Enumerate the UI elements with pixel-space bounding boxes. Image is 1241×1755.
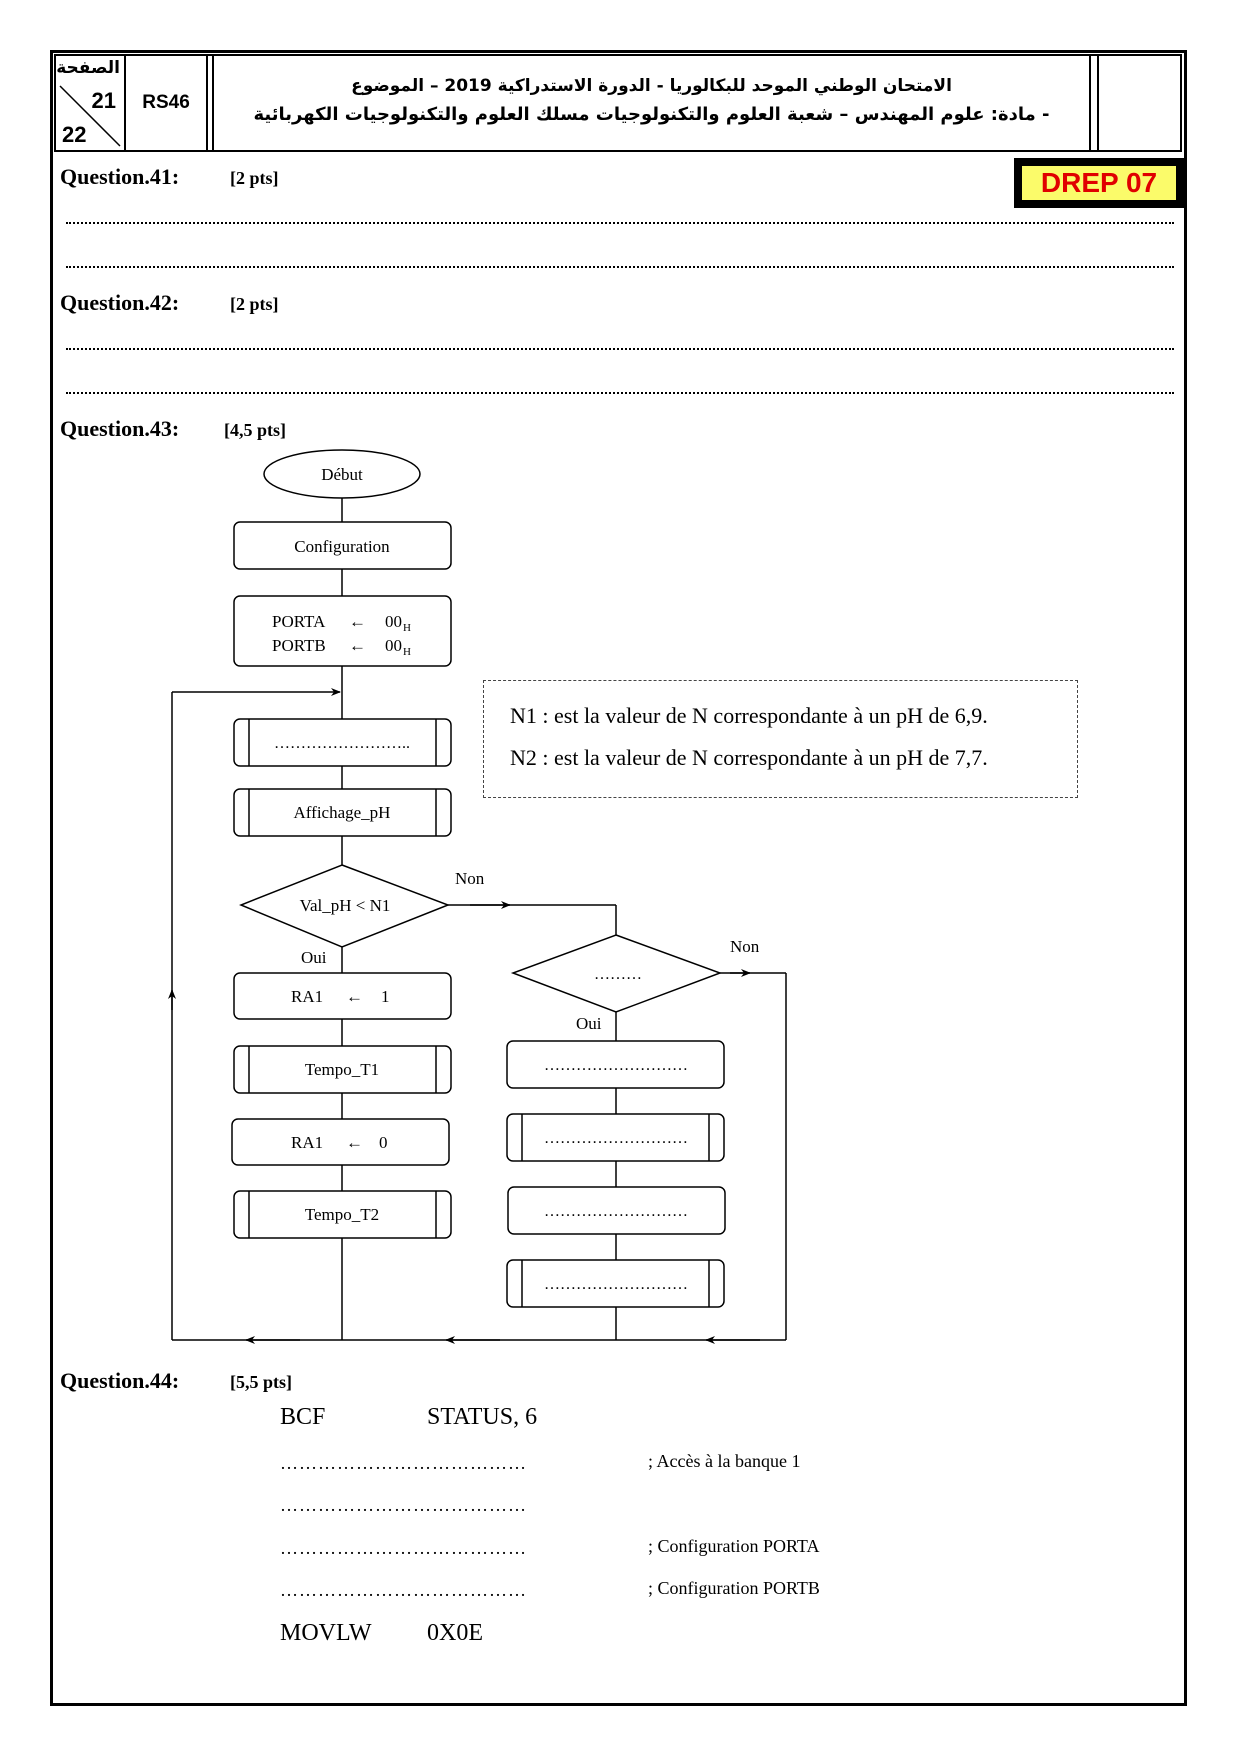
blank-subroutine-3-dots: ……………………… bbox=[544, 1276, 688, 1293]
n1-n2-note: N1 : est la valeur de N correspondante à… bbox=[483, 680, 1078, 798]
tempo-t1-subroutine bbox=[233, 1045, 452, 1094]
page-number-cell: الصفحة 21 22 bbox=[56, 56, 126, 150]
assign-arrow: ← bbox=[346, 987, 363, 1006]
ra1-label: RA1 bbox=[291, 1133, 323, 1152]
page-frame bbox=[50, 50, 1187, 1706]
asm-comment-bank: ; Accès à la banque 1 bbox=[648, 1451, 801, 1471]
blank-process-1-dots: ……………………… bbox=[544, 1057, 688, 1074]
answer-line[interactable] bbox=[66, 222, 1174, 224]
tempo-t1-label: Tempo_T1 bbox=[305, 1060, 379, 1079]
question-42-points: [2 pts] bbox=[230, 294, 279, 314]
question-41-label: Question.41: bbox=[60, 164, 180, 189]
blank-process-1[interactable] bbox=[506, 1040, 725, 1089]
init-ports-process bbox=[233, 595, 452, 667]
asm-comment-portb: ; Configuration PORTB bbox=[648, 1578, 820, 1598]
asm-blank-line[interactable]: ………………………………… bbox=[280, 1453, 527, 1473]
tempo-t2-label: Tempo_T2 bbox=[305, 1205, 379, 1224]
start-label: Début bbox=[321, 465, 363, 484]
affichage-subroutine bbox=[233, 788, 452, 837]
ra1-set-process bbox=[233, 972, 452, 1020]
assign-arrow: ← bbox=[349, 612, 366, 631]
config-label: Configuration bbox=[294, 537, 390, 556]
asm-op-movlw: MOVLW bbox=[280, 1620, 372, 1646]
question-44-points: [5,5 pts] bbox=[230, 1372, 292, 1392]
drep-badge: DREP 07 bbox=[1014, 158, 1184, 208]
blank-subroutine-dots: …………………….. bbox=[274, 735, 410, 752]
blank-subroutine[interactable] bbox=[233, 718, 452, 767]
ra1-value-one: 1 bbox=[381, 987, 390, 1006]
ra1-label: RA1 bbox=[291, 987, 323, 1006]
decision-2-non: Non bbox=[730, 937, 760, 956]
decision-1-non: Non bbox=[455, 869, 485, 888]
answer-line[interactable] bbox=[66, 392, 1174, 394]
decision-2-label: ……… bbox=[594, 966, 642, 983]
drep-label: DREP 07 bbox=[1021, 165, 1177, 201]
question-43-label: Question.43: bbox=[60, 416, 180, 441]
asm-op-bcf: BCF bbox=[280, 1404, 326, 1430]
decision-2-oui: Oui bbox=[576, 1014, 602, 1033]
exam-title: الامتحان الوطني الموحد للبكالوريا - الدو… bbox=[351, 76, 952, 96]
decision-2-blank[interactable] bbox=[510, 934, 723, 1013]
answer-line[interactable] bbox=[66, 348, 1174, 350]
page-total: 22 bbox=[62, 122, 87, 147]
blank-process-2[interactable] bbox=[507, 1186, 726, 1235]
question-44-label: Question.44: bbox=[60, 1368, 180, 1393]
assign-arrow: ← bbox=[349, 636, 366, 655]
blank-subroutine-2-dots: ……………………… bbox=[544, 1130, 688, 1147]
asm-arg-status: STATUS, 6 bbox=[427, 1404, 538, 1430]
asm-blank-line[interactable]: ………………………………… bbox=[280, 1538, 527, 1558]
asm-blank-line[interactable]: ………………………………… bbox=[280, 1495, 527, 1515]
note-n2: N2 : est la valeur de N correspondante à… bbox=[510, 745, 988, 770]
hex-subscript: H bbox=[403, 622, 411, 634]
start-terminal bbox=[263, 449, 421, 499]
page-diagonal bbox=[59, 85, 121, 147]
hex-subscript: H bbox=[403, 646, 411, 658]
code-cell: RS46 bbox=[126, 56, 208, 150]
assign-arrow: ← bbox=[346, 1133, 363, 1152]
init-portb-label: PORTB bbox=[272, 636, 326, 655]
note-n1: N1 : est la valeur de N correspondante à… bbox=[510, 703, 988, 728]
ra1-clear-process bbox=[231, 1118, 450, 1166]
decision-ph-below-n1 bbox=[239, 864, 451, 948]
blank-subroutine-3[interactable] bbox=[506, 1259, 725, 1308]
title-cell: الامتحان الوطني الموحد للبكالوريا - الدو… bbox=[214, 56, 1091, 150]
init-porta-label: PORTA bbox=[272, 612, 326, 631]
blank-process-2-dots: ……………………… bbox=[544, 1203, 688, 1220]
answer-line[interactable] bbox=[66, 266, 1174, 268]
ra1-value-zero: 0 bbox=[379, 1133, 388, 1152]
asm-comment-porta: ; Configuration PORTA bbox=[648, 1536, 820, 1556]
page-label-arabic: الصفحة bbox=[56, 58, 120, 78]
affichage-label: Affichage_pH bbox=[294, 803, 391, 822]
question-42-label: Question.42: bbox=[60, 290, 180, 315]
asm-blank-line[interactable]: ………………………………… bbox=[280, 1580, 527, 1600]
config-process bbox=[233, 521, 452, 570]
init-porta-value: 00 bbox=[385, 612, 402, 631]
tempo-t2-subroutine bbox=[233, 1190, 452, 1239]
question-41-points: [2 pts] bbox=[230, 168, 279, 188]
page-current: 21 bbox=[91, 88, 116, 113]
decision-1-oui: Oui bbox=[301, 948, 327, 967]
exam-subtitle: - مادة: علوم المهندس – شعبة العلوم والتك… bbox=[253, 104, 1050, 125]
question-43-points: [4,5 pts] bbox=[224, 420, 286, 440]
exam-header: الصفحة 21 22 RS46 الامتحان الوطني الموحد… bbox=[54, 54, 1182, 152]
header-gap-right bbox=[1091, 56, 1099, 150]
asm-arg-0x0e: 0X0E bbox=[427, 1620, 483, 1646]
header-gap bbox=[208, 56, 214, 150]
decision-1-label: Val_pH < N1 bbox=[300, 896, 391, 915]
blank-subroutine-2[interactable] bbox=[506, 1113, 725, 1162]
init-portb-value: 00 bbox=[385, 636, 402, 655]
subject-code: RS46 bbox=[142, 92, 190, 113]
